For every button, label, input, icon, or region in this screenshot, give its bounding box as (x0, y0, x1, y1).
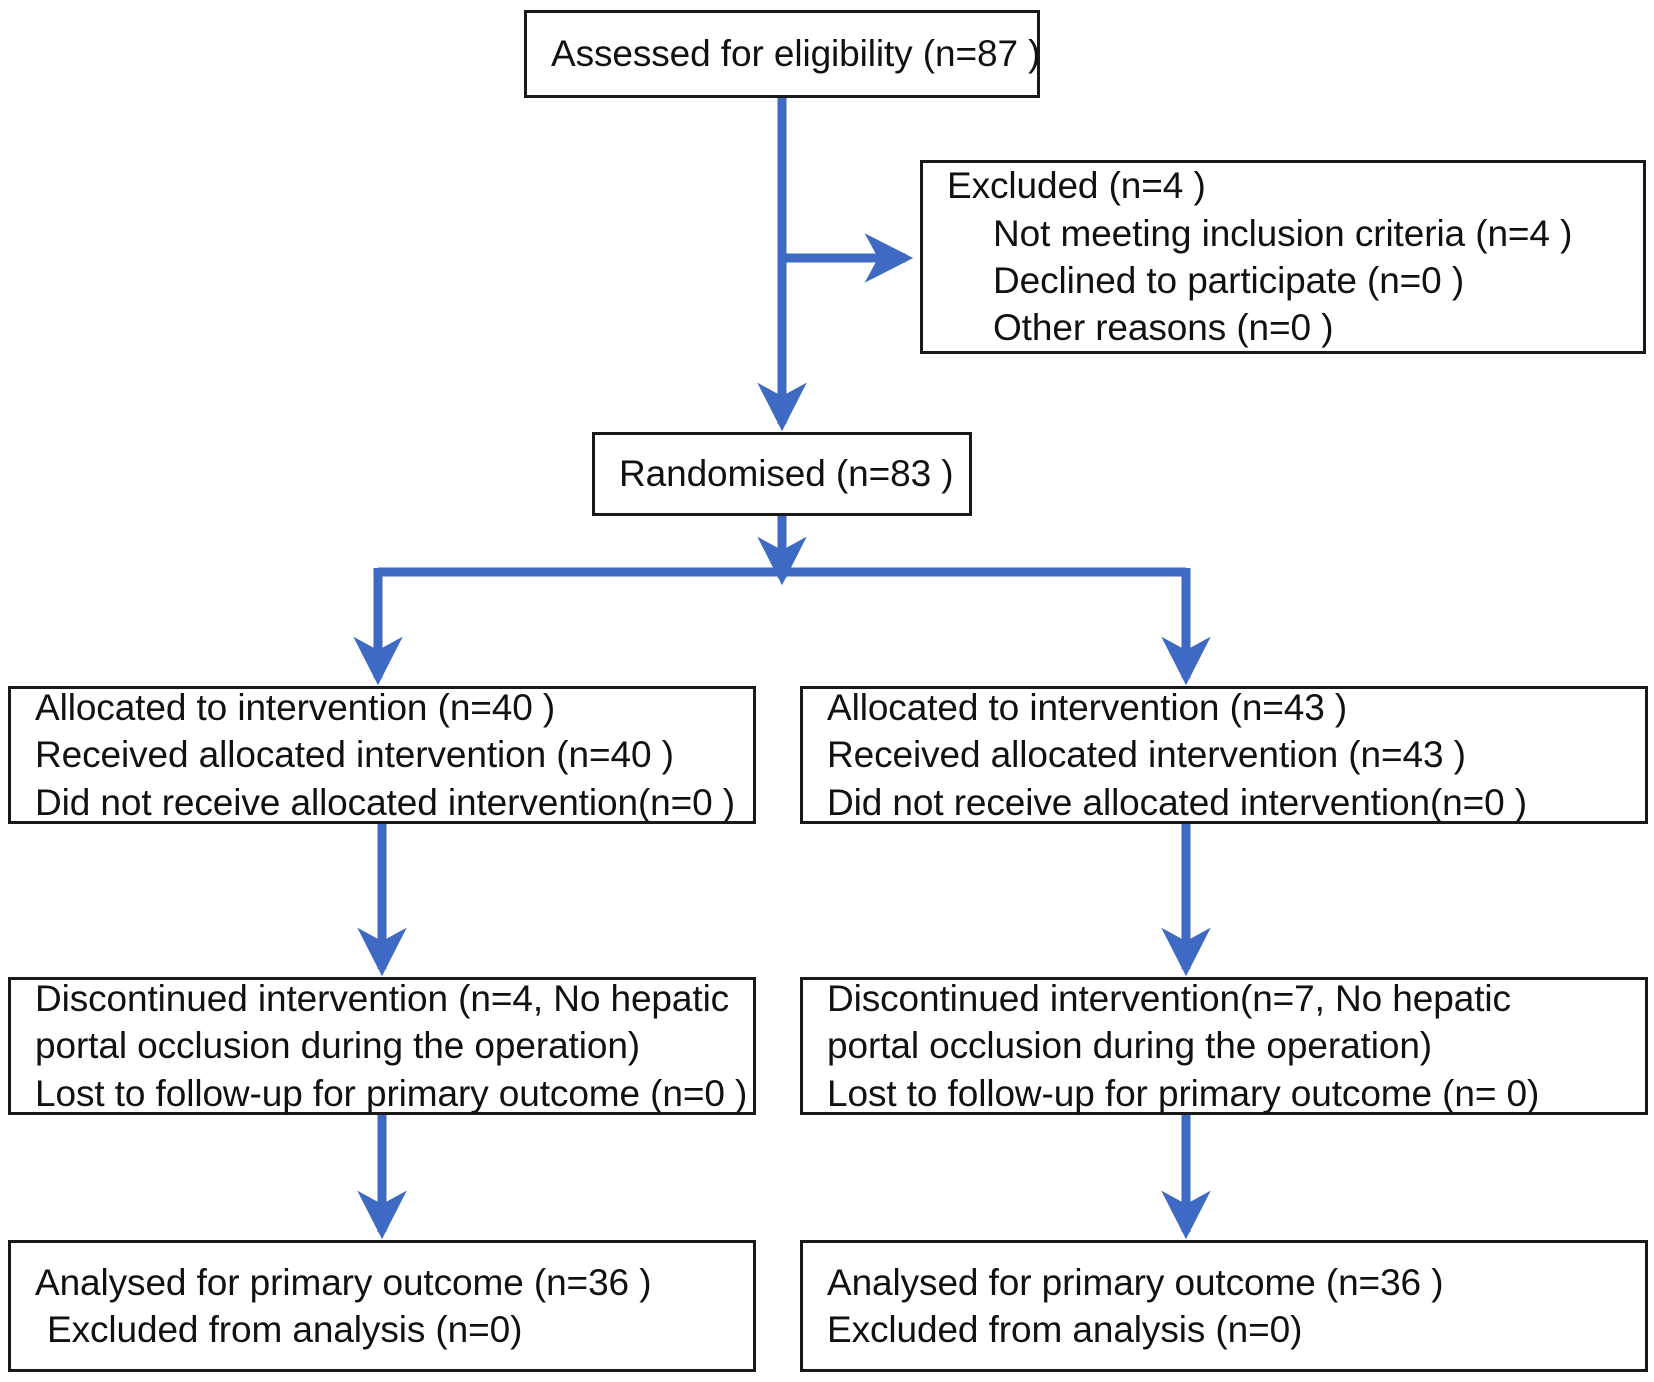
randomised-line-1: Randomised (n=83 ) (619, 453, 954, 495)
followup-left-line-discontinued-2: portal occlusion during the operation) (35, 1025, 641, 1067)
box-analysis-right: Analysed for primary outcome (n=36 ) Exc… (800, 1240, 1648, 1372)
excluded-line-not-meeting-criteria: Not meeting inclusion criteria (n=4 ) (993, 212, 1573, 254)
followup-left-line-discontinued-1: Discontinued intervention (n=4, No hepat… (35, 977, 730, 1019)
excluded-line-other-reasons: Other reasons (n=0 ) (993, 307, 1334, 349)
alloc-right-line-not-received: Did not receive allocated intervention(n… (827, 781, 1528, 823)
followup-right-line-discontinued-2: portal occlusion during the operation) (827, 1025, 1433, 1067)
analysis-right-line-excluded: Excluded from analysis (n=0) (827, 1309, 1303, 1350)
analysis-right-line-analysed: Analysed for primary outcome (n=36 ) (827, 1261, 1444, 1303)
followup-right-line-discontinued-1: Discontinued intervention(n=7, No hepati… (827, 977, 1511, 1019)
box-followup-right: Discontinued intervention(n=7, No hepati… (800, 977, 1648, 1115)
box-randomised: Randomised (n=83 ) (592, 432, 972, 516)
alloc-left-line-received: Received allocated intervention (n=40 ) (35, 734, 674, 776)
analysis-left-line-excluded: Excluded from analysis (n=0) (47, 1309, 523, 1350)
followup-left-line-lost: Lost to follow-up for primary outcome (n… (35, 1072, 748, 1114)
alloc-left-line-not-received: Did not receive allocated intervention(n… (35, 781, 736, 823)
box-followup-left: Discontinued intervention (n=4, No hepat… (8, 977, 756, 1115)
alloc-right-line-allocated: Allocated to intervention (n=43 ) (827, 686, 1348, 728)
box-allocation-right: Allocated to intervention (n=43 ) Receiv… (800, 686, 1648, 824)
box-excluded: Excluded (n=4 ) Not meeting inclusion cr… (920, 160, 1646, 354)
excluded-line-declined: Declined to participate (n=0 ) (993, 260, 1465, 301)
box-analysis-left: Analysed for primary outcome (n=36 ) Exc… (8, 1240, 756, 1372)
box-assessed-for-eligibility: Assessed for eligibility (n=87 ) (524, 10, 1040, 98)
excluded-line-total: Excluded (n=4 ) (947, 165, 1206, 207)
box-allocation-left: Allocated to intervention (n=40 ) Receiv… (8, 686, 756, 824)
analysis-left-line-analysed: Analysed for primary outcome (n=36 ) (35, 1261, 652, 1303)
alloc-right-line-received: Received allocated intervention (n=43 ) (827, 734, 1466, 776)
alloc-left-line-allocated: Allocated to intervention (n=40 ) (35, 686, 556, 728)
followup-right-line-lost: Lost to follow-up for primary outcome (n… (827, 1072, 1540, 1114)
assessed-line-1: Assessed for eligibility (n=87 ) (551, 33, 1041, 75)
